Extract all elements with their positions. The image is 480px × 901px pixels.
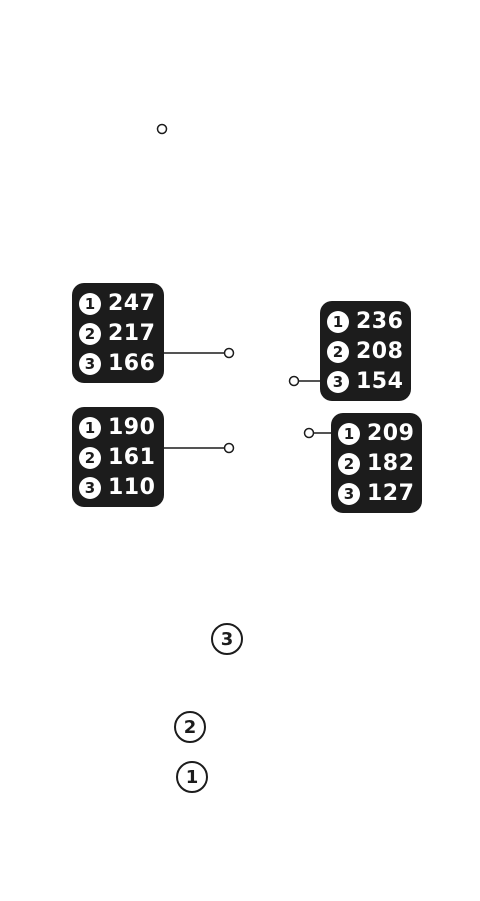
connector-bottom-right-end [303, 427, 315, 439]
connector-bottom-left-end [223, 442, 235, 454]
rank-badge: 2 [79, 323, 101, 345]
callout-row: 2 208 [327, 337, 403, 367]
value-label: 161 [108, 445, 156, 470]
callout-row: 3 110 [79, 473, 156, 503]
stray-point [156, 123, 168, 135]
rank-badge: 2 [327, 341, 349, 363]
rank-badge: 3 [327, 371, 349, 393]
marker-3: 3 [211, 623, 243, 655]
rank-badge: 1 [79, 417, 101, 439]
value-label: 110 [108, 475, 156, 500]
rank-badge: 2 [338, 453, 360, 475]
callout-bottom-right: 1 209 2 182 3 127 [331, 413, 422, 513]
connector-top-right-end [288, 375, 300, 387]
callout-row: 3 127 [338, 479, 414, 509]
rank-badge: 1 [338, 423, 360, 445]
value-label: 236 [356, 309, 404, 334]
value-label: 209 [367, 421, 415, 446]
connector-top-left-end [223, 347, 235, 359]
callout-row: 3 154 [327, 367, 403, 397]
value-label: 190 [108, 415, 156, 440]
rank-badge: 3 [79, 477, 101, 499]
callout-top-right: 1 236 2 208 3 154 [320, 301, 411, 401]
callout-row: 2 161 [79, 443, 156, 473]
value-label: 127 [367, 481, 415, 506]
callout-row: 1 209 [338, 419, 414, 449]
callout-row: 3 166 [79, 349, 156, 379]
rank-badge: 1 [327, 311, 349, 333]
callout-row: 1 236 [327, 307, 403, 337]
value-label: 166 [108, 351, 156, 376]
value-label: 217 [108, 321, 156, 346]
marker-2: 2 [174, 711, 206, 743]
callout-top-left: 1 247 2 217 3 166 [72, 283, 164, 383]
value-label: 208 [356, 339, 404, 364]
marker-1: 1 [176, 761, 208, 793]
value-label: 154 [356, 369, 404, 394]
callout-row: 1 247 [79, 289, 156, 319]
callout-row: 1 190 [79, 413, 156, 443]
rank-badge: 3 [338, 483, 360, 505]
value-label: 182 [367, 451, 415, 476]
rank-badge: 2 [79, 447, 101, 469]
rank-badge: 3 [79, 353, 101, 375]
rank-badge: 1 [79, 293, 101, 315]
callout-row: 2 182 [338, 449, 414, 479]
value-label: 247 [108, 291, 156, 316]
callout-row: 2 217 [79, 319, 156, 349]
callout-bottom-left: 1 190 2 161 3 110 [72, 407, 164, 507]
